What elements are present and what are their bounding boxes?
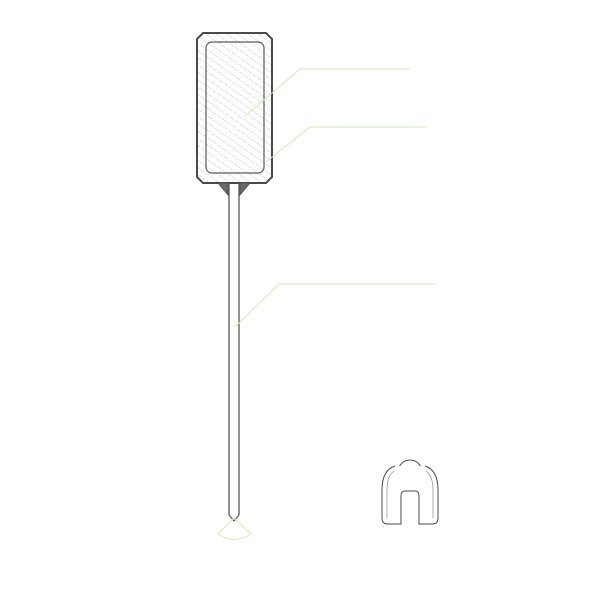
- clip-profile-detail: [381, 459, 439, 525]
- leader-lines: [234, 68, 436, 328]
- leader-line-1: [243, 68, 410, 118]
- clip-body: [381, 465, 439, 525]
- clip-inner-left: [386, 470, 395, 518]
- bracket-right: [239, 182, 251, 197]
- handle-panel-outer: [196, 32, 273, 184]
- pole-bracket: [217, 182, 251, 197]
- handle-panel-inner: [205, 41, 265, 174]
- leader-line-2: [265, 126, 427, 163]
- base-fan-shape: [217, 517, 252, 540]
- clip-inner-right: [425, 470, 434, 518]
- leader-line-3: [234, 283, 436, 328]
- handle-panel: [196, 32, 273, 184]
- pole: [228, 183, 240, 522]
- pole-tip: [228, 514, 240, 522]
- bracket-left: [217, 182, 229, 197]
